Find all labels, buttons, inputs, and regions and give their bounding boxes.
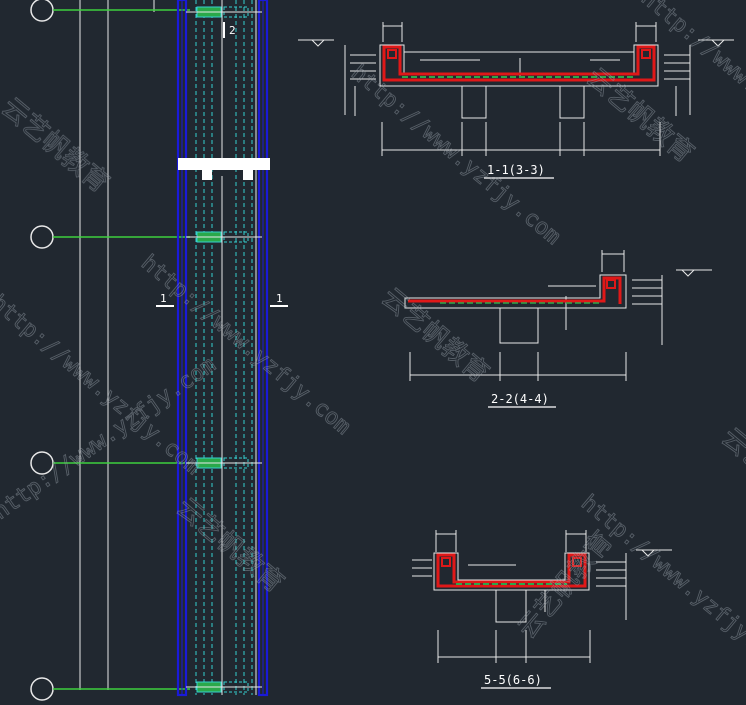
section-title-2-2: 2-2(4-4) bbox=[488, 392, 556, 408]
watermark-brand: 云艺帆教育 bbox=[171, 492, 290, 599]
section-title: 2-2(4-4) bbox=[491, 392, 549, 406]
cut-marker-top: 2 bbox=[223, 22, 236, 38]
connection-plate bbox=[186, 457, 262, 469]
cut-label: 1 bbox=[160, 292, 167, 305]
section-title-5-5: 5-5(6-6) bbox=[481, 673, 551, 689]
section-title: 5-5(6-6) bbox=[484, 673, 542, 687]
connection-plate bbox=[186, 231, 262, 243]
cut-label: 2 bbox=[229, 24, 236, 37]
watermark-url: http://www.yzfjy.com bbox=[136, 250, 355, 439]
hidden-beam-lines bbox=[195, 0, 253, 695]
watermarks: http://www.yzfjy.com http://www.yzfjy.co… bbox=[0, 0, 746, 680]
section-1-1-rebar bbox=[382, 45, 656, 82]
plan-view: 1 1 2 bbox=[30, 0, 288, 701]
section-title: 1-1(3-3) bbox=[487, 163, 545, 177]
grid-bubble bbox=[30, 225, 54, 249]
section-5-5 bbox=[412, 530, 672, 663]
connection-plate bbox=[186, 681, 262, 693]
cut-marker-right: 1 bbox=[270, 292, 288, 307]
plan-beam-section bbox=[178, 158, 270, 180]
grid-bubble bbox=[30, 677, 54, 701]
section-2-2-rebar bbox=[408, 276, 622, 304]
watermark-url: http://www.yzfjy.com bbox=[576, 490, 746, 679]
watermark-brand: 云艺帆教育 bbox=[0, 92, 114, 199]
section-1-1 bbox=[298, 22, 734, 156]
watermark-url: http://www.yzfjy.com bbox=[346, 60, 565, 249]
grid-bubble bbox=[30, 0, 54, 22]
watermark-brand: 云艺帆教育 bbox=[716, 422, 746, 529]
watermark-brand: 云艺帆教育 bbox=[581, 62, 700, 169]
section-5-5-rebar bbox=[436, 553, 587, 588]
section-title-1-1: 1-1(3-3) bbox=[484, 163, 554, 179]
cut-label: 1 bbox=[276, 292, 283, 305]
connection-plate bbox=[186, 6, 262, 18]
cut-marker-left: 1 bbox=[156, 292, 174, 307]
